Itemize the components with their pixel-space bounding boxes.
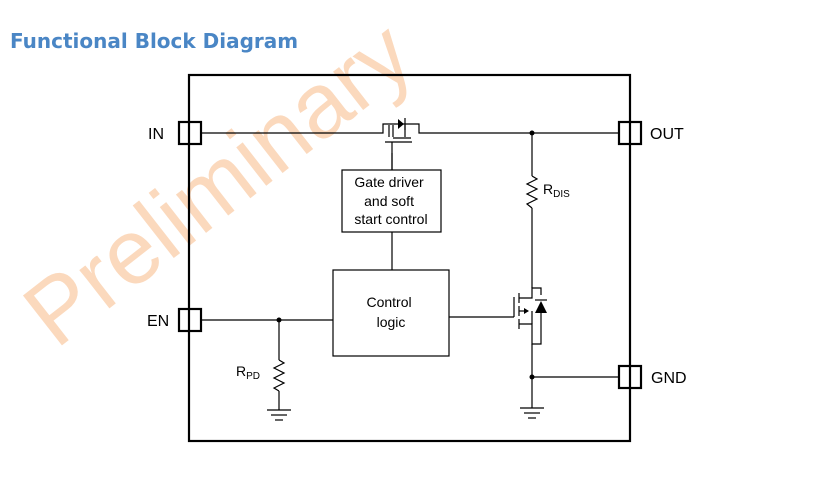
rdis-resistor [525, 175, 539, 209]
package-outline [187, 73, 632, 443]
page-title: Functional Block Diagram [10, 29, 299, 53]
rdis-label: RDIS [543, 181, 570, 200]
ground-symbol-left [267, 409, 291, 421]
pin-in-label: IN [148, 126, 164, 143]
rpd-label: RPD [236, 363, 260, 382]
pin-en-label: EN [147, 313, 169, 330]
control-logic-label: Control logic [366, 294, 415, 330]
ground-symbol-right [520, 407, 544, 419]
gate-driver-label: Gate driver and soft start control [354, 174, 427, 227]
rpd-resistor [272, 359, 286, 392]
control-logic-block [332, 269, 450, 357]
pin-gnd-label: GND [651, 370, 687, 387]
pass-fet-symbol [378, 118, 422, 170]
discharge-fet-symbol [449, 287, 547, 345]
pin-out-label: OUT [650, 126, 684, 143]
